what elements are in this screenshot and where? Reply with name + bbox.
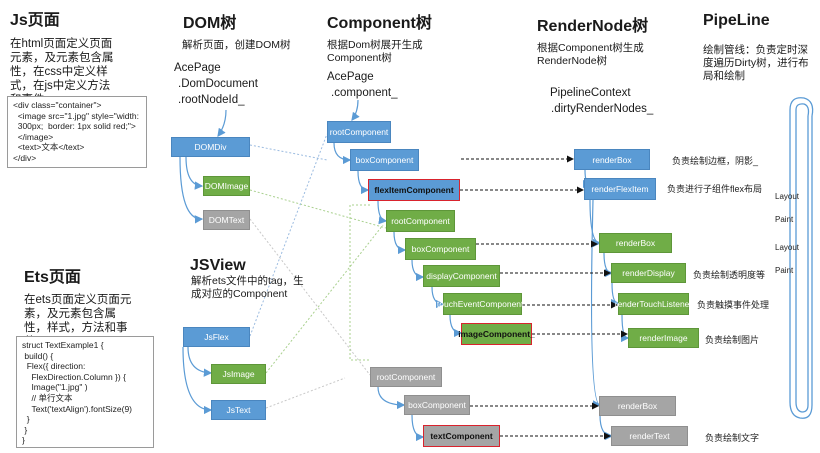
render-box-1: renderBox	[574, 149, 650, 170]
render-image: renderImage	[628, 328, 699, 348]
dom-tree-description: 解析页面，创建DOM树	[182, 39, 291, 51]
component-box-2: boxComponent	[405, 238, 476, 260]
component-display: displayComponent	[423, 265, 500, 287]
rendernode-tree-description: 根据Component树生成RenderNode树	[537, 42, 644, 67]
render-text: renderText	[611, 426, 688, 446]
component-acepage-label: AcePage	[327, 71, 374, 83]
component-tree-description: 根据Dom树展开生成Component树	[327, 39, 423, 64]
render-flex-item-description: 负责进行子组件flex布局	[667, 184, 763, 194]
ets-page-title: Ets页面	[24, 269, 81, 286]
pipeline-title: PipeLine	[703, 12, 770, 29]
pipeline-loop-graphic	[789, 97, 814, 419]
pipeline-layout-label-2: Layout	[775, 243, 800, 252]
js-page-title: Js页面	[10, 12, 60, 29]
dom-image-node: DOMImage	[203, 176, 250, 196]
jsview-description: 解析ets文件中的tag，生成对应的Component	[191, 275, 304, 300]
pipeline-paint-label-2: Paint	[775, 266, 794, 275]
pipeline-description: 绘制管线：负责定时深度遍历Dirty树，进行布局和绘制	[703, 44, 809, 82]
pipeline-paint-label-1: Paint	[775, 215, 794, 224]
component-root-3: rootComponent	[370, 367, 442, 387]
component-field-label: .component_	[331, 87, 398, 99]
ets-code-sample: struct TextExample1 { build() { Flex({ d…	[16, 336, 154, 448]
dom-text-node: DOMText	[203, 210, 250, 230]
component-box-3: boxComponent	[404, 395, 470, 415]
rendernode-tree-title: RenderNode树	[537, 18, 649, 35]
component-flex-item: flexItemComponent	[368, 179, 460, 201]
render-touch-listener: renderTouchListener	[615, 293, 692, 315]
jsview-title: JSView	[190, 257, 246, 274]
dom-div-node: DOMDiv	[171, 137, 250, 157]
js-image-node: JsImage	[211, 364, 266, 384]
component-root-2: rootComponent	[386, 210, 455, 232]
dom-document-label: .DomDocument	[178, 78, 258, 90]
html-code-sample: <div class="container"> <image src="1.jp…	[7, 96, 147, 168]
js-flex-node: JsFlex	[183, 327, 250, 347]
dom-acepage-label: AcePage	[174, 62, 221, 74]
render-box-2: renderBox	[599, 233, 672, 253]
ets-page-description: 在ets页面定义页面元素，及元素包含属性，样式，方法和事件	[24, 294, 132, 348]
pipeline-context-label: PipelineContext	[550, 87, 631, 99]
render-text-description: 负责绘制文字	[705, 433, 760, 443]
component-box-1: boxComponent	[350, 149, 419, 171]
component-text: textComponent	[423, 425, 500, 447]
render-box-3: renderBox	[599, 396, 676, 416]
pipeline-layout-label-1: Layout	[775, 192, 800, 201]
render-display-description: 负责绘制透明度等	[693, 270, 766, 280]
render-box-description: 负责绘制边框，阴影_	[672, 156, 759, 166]
component-root-1: rootComponent	[327, 121, 391, 143]
component-image: imageComponent_	[458, 323, 535, 345]
js-text-node: JsText	[211, 400, 266, 420]
component-touch-event: touchEventComponent_	[437, 293, 528, 315]
dom-rootnodeid-label: .rootNodeId_	[178, 94, 245, 106]
render-image-description: 负责绘制图片	[705, 335, 760, 345]
render-flex-item: renderFlexItem	[584, 178, 656, 200]
dom-tree-title: DOM树	[183, 15, 237, 32]
dirty-render-nodes-label: .dirtyRenderNodes_	[551, 103, 654, 115]
render-display: renderDisplay	[611, 263, 686, 283]
render-touch-description: 负责触摸事件处理	[697, 300, 770, 310]
component-tree-title: Component树	[327, 15, 432, 32]
